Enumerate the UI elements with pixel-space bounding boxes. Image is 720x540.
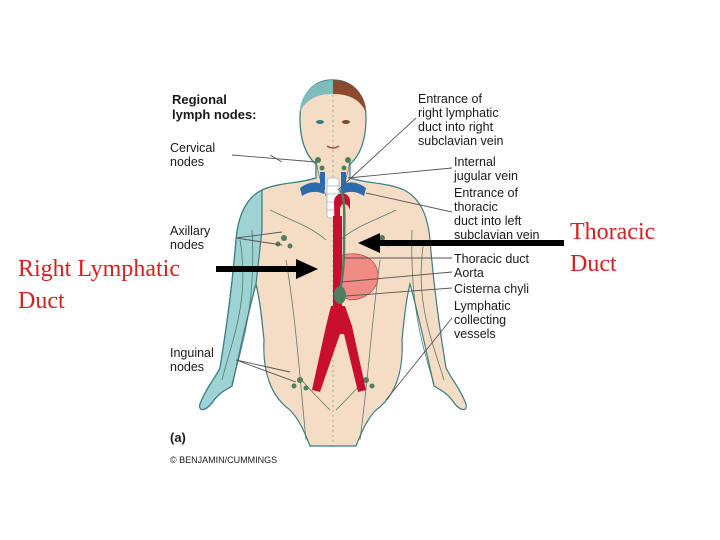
label-inguinal-2: nodes xyxy=(170,360,204,374)
label-axillary-2: nodes xyxy=(170,238,204,252)
label-axillary-1: Axillary xyxy=(170,224,211,238)
label-cervical-2: nodes xyxy=(170,155,204,169)
label-right-entrance-1: Entrance of xyxy=(418,92,482,106)
label-inguinal-1: Inguinal xyxy=(170,346,214,360)
annotation-thoracic-line2: Duct xyxy=(570,251,617,277)
annotation-right-lymphatic-duct: Right Lymphatic Duct xyxy=(18,253,180,317)
label-collecting-2: collecting xyxy=(454,313,506,327)
label-collecting-3: vessels xyxy=(454,327,496,341)
label-thoracic-entrance-3: duct into left xyxy=(454,214,522,228)
heading-regional: Regional xyxy=(172,92,227,107)
annotation-right-lymphatic-line2: Duct xyxy=(18,288,65,314)
aorta xyxy=(312,193,366,392)
arrow-right-lymphatic-duct xyxy=(216,259,318,279)
subclavian-veins xyxy=(300,172,366,196)
label-right-entrance-2: right lymphatic xyxy=(418,106,499,120)
label-cervical-1: Cervical xyxy=(170,141,215,155)
label-right-entrance-4: subclavian vein xyxy=(418,134,504,148)
annotation-right-lymphatic-line1: Right Lymphatic xyxy=(18,256,180,282)
copyright: © BENJAMIN/CUMMINGS xyxy=(170,455,277,465)
label-thoracic-entrance-2: thoracic xyxy=(454,200,498,214)
label-internal-jugular-1: Internal xyxy=(454,155,496,169)
label-aorta: Aorta xyxy=(454,266,484,280)
label-thoracic-entrance-4: subclavian vein xyxy=(454,228,540,242)
label-right-entrance-3: duct into right xyxy=(418,120,494,134)
label-internal-jugular-2: jugular vein xyxy=(453,169,518,183)
label-thoracic-entrance-1: Entrance of xyxy=(454,186,518,200)
label-collecting-1: Lymphatic xyxy=(454,299,511,313)
annotation-thoracic-duct: Thoracic Duct xyxy=(570,216,655,280)
cisterna-chyli xyxy=(334,286,346,304)
arrow-thoracic-duct xyxy=(358,233,564,253)
annotation-thoracic-line1: Thoracic xyxy=(570,219,656,245)
heading-lymph-nodes: lymph nodes: xyxy=(172,107,257,122)
label-thoracic-duct: Thoracic duct xyxy=(454,252,530,266)
panel-label: (a) xyxy=(170,430,186,445)
leader-lines xyxy=(231,117,453,401)
label-cisterna-chyli: Cisterna chyli xyxy=(454,282,529,296)
